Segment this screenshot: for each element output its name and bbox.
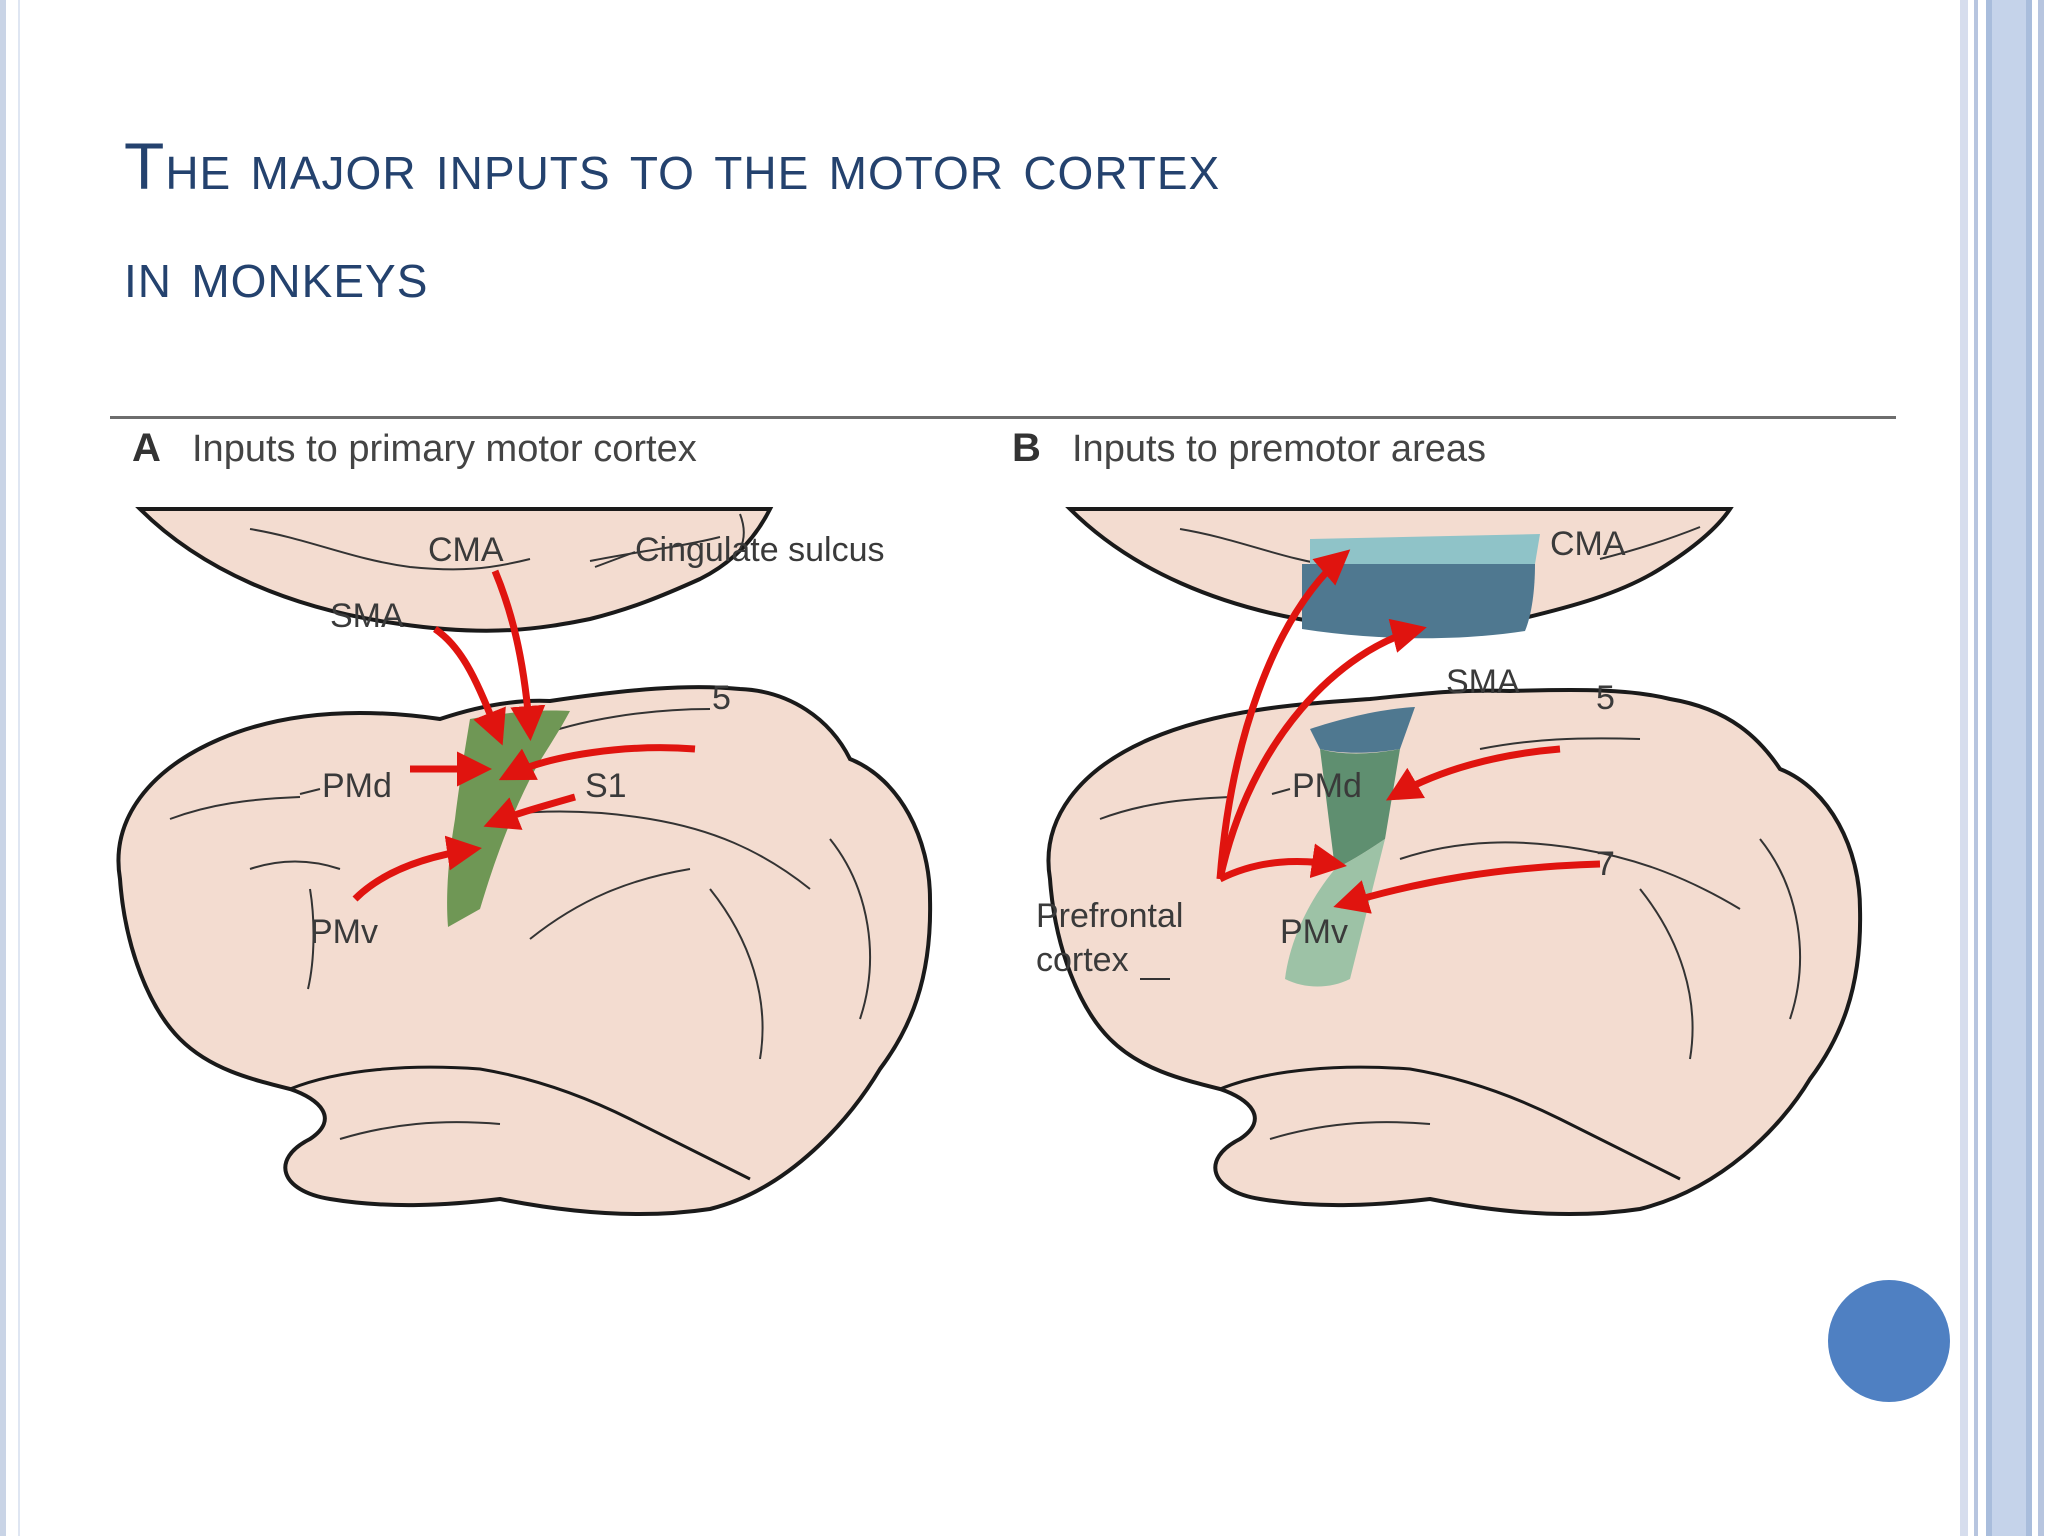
panel-a-label-s1: S1	[585, 767, 627, 805]
panel-b-arrow-area7-pmv	[1333, 860, 1601, 914]
panel-b-pmd-region	[1320, 749, 1400, 869]
panel-a-arrow-sma	[432, 626, 506, 746]
panel-a-lateral-hemisphere	[116, 685, 933, 1216]
panel-a-label-cma: CMA	[428, 531, 504, 569]
slide-left-border	[0, 0, 20, 1536]
panel-a-arrow-area5	[498, 744, 696, 781]
panel-a-arrow-pmv	[352, 835, 482, 902]
panel-b-heading: Inputs to premotor areas	[1072, 428, 1486, 470]
panel-a-heading: Inputs to primary motor cortex	[192, 428, 697, 470]
panel-b-pmd-upper-region	[1310, 707, 1415, 753]
title-line-1: The major inputs to the motor cortex	[124, 129, 1221, 203]
panel-a-label-cingulate-sulcus: Cingulate sulcus	[635, 531, 884, 569]
panel-a-arrow-cma	[491, 569, 546, 741]
panel-b-cma-region	[1310, 534, 1540, 567]
panel-a-label-pmv: PMv	[310, 913, 378, 951]
brain-figure: A Inputs to primary motor cortex CMA	[110, 416, 1896, 1221]
panel-b-label-sma: SMA	[1446, 663, 1520, 701]
panel-a-label-area5: 5	[712, 679, 731, 717]
panel-a-label-sma: SMA	[330, 597, 404, 635]
panel-b-arrow-area5-pmd	[1385, 745, 1561, 801]
panel-b-label-pmv: PMv	[1280, 913, 1348, 951]
panel-b: B Inputs to premotor areas CMA SMA	[1012, 426, 1863, 1216]
panel-b-lateral-hemisphere	[1046, 687, 1863, 1216]
panel-a: A Inputs to primary motor cortex CMA	[116, 426, 933, 1216]
panel-b-arrow-prefrontal-sma	[1216, 618, 1427, 880]
panel-b-label-cma: CMA	[1550, 525, 1626, 563]
panel-b-label-pmd: PMd	[1292, 767, 1362, 805]
panel-a-arrow-s1	[483, 793, 576, 830]
panel-b-label-prefrontal-line1: Prefrontal	[1036, 897, 1183, 935]
panel-b-sma-region	[1302, 564, 1535, 639]
panel-a-letter: A	[132, 426, 161, 470]
title-line-2: in monkeys	[124, 237, 429, 311]
panel-b-letter: B	[1012, 426, 1041, 470]
panel-a-label-pmd: PMd	[322, 767, 392, 805]
panel-b-arrow-prefrontal-pmv	[1218, 843, 1347, 883]
slide-right-border	[1960, 0, 2048, 1536]
panel-b-arrow-prefrontal-cma	[1216, 549, 1351, 880]
panel-b-label-area7: 7	[1596, 845, 1615, 883]
panel-b-label-prefrontal-line2: cortex	[1036, 941, 1129, 979]
brain-diagram-svg: A Inputs to primary motor cortex CMA	[116, 426, 1863, 1216]
slide-nav-button[interactable]	[1828, 1280, 1950, 1402]
slide-title: The major inputs to the motor cortex in …	[124, 112, 1884, 328]
panel-b-label-area5: 5	[1596, 679, 1615, 717]
